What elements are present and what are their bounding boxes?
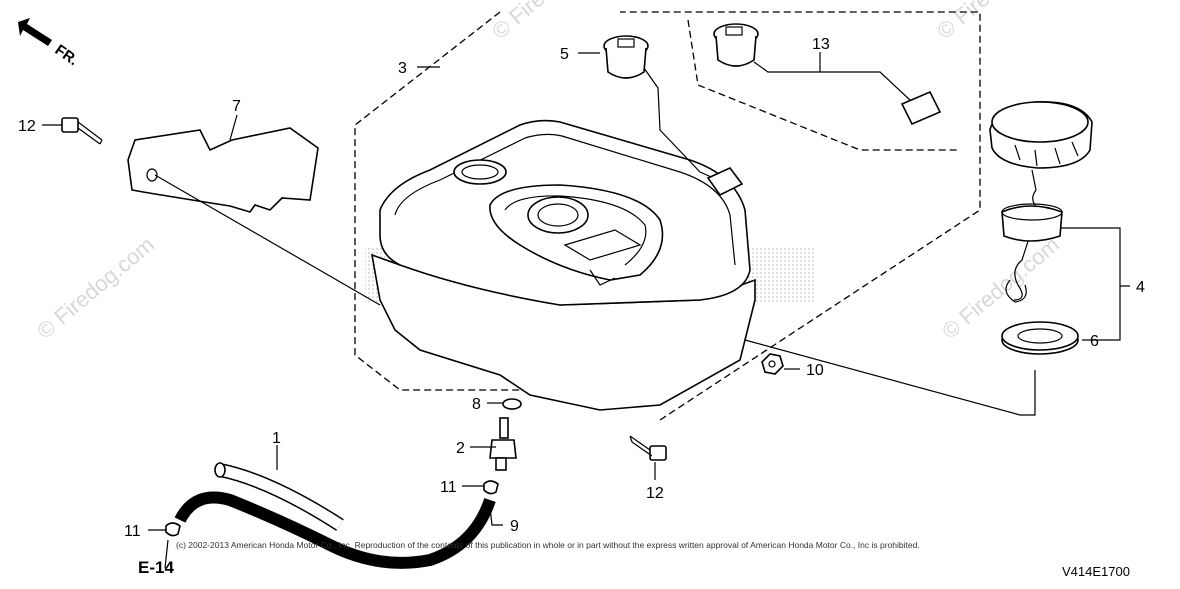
callout-8: 8 [472,396,481,413]
fuel-gauge [603,35,744,197]
fuel-tank [370,119,756,411]
fuel-cock [489,417,517,471]
watermark-text: © Firedog.com [487,0,614,44]
watermark-text: © Firedog.com [932,0,1059,44]
bracket-hole [146,168,158,182]
callout-11-lower: 11 [124,523,141,540]
callout-9: 9 [510,518,519,535]
callout-3: 3 [398,60,407,77]
copyright-notice: (c) 2002-2013 American Honda Motor Co., … [176,540,920,550]
callout-13: 13 [812,36,830,53]
fuel-gauge-assembly [713,23,942,126]
tank-bracket [127,127,319,213]
callout-7: 7 [232,98,241,115]
callout-5: 5 [560,46,569,63]
callout-12-upper: 12 [18,118,36,135]
filler-cap-gasket [1001,321,1079,355]
tank-nut [761,353,784,375]
reference-label: E-14 [138,558,174,577]
front-direction-arrow-icon: FR. [18,18,81,69]
callout-1: 1 [272,430,281,447]
callout-10: 10 [806,362,824,379]
gauge-assembly-outline [687,19,960,151]
tank-filler-neck [453,159,507,185]
fuel-tube-long [175,493,495,568]
hose-clip [483,480,499,495]
direction-label: FR. [52,41,82,69]
hose-clip [165,522,181,537]
sealing-washer [502,398,522,410]
callout-11-upper: 11 [440,479,457,496]
flange-bolt [629,435,667,461]
watermark-text: © Firedog.com [32,232,159,344]
tank-assembly-outline [354,11,981,421]
leader-lines [42,52,1130,569]
callout-12-lower: 12 [646,485,664,502]
callout-6: 6 [1090,333,1099,350]
callout-4: 4 [1136,279,1145,296]
callout-2: 2 [456,440,465,457]
diagram-code: V414E1700 [1062,564,1130,579]
fuel-filler-cap [989,101,1093,303]
flange-bolt [61,117,103,145]
